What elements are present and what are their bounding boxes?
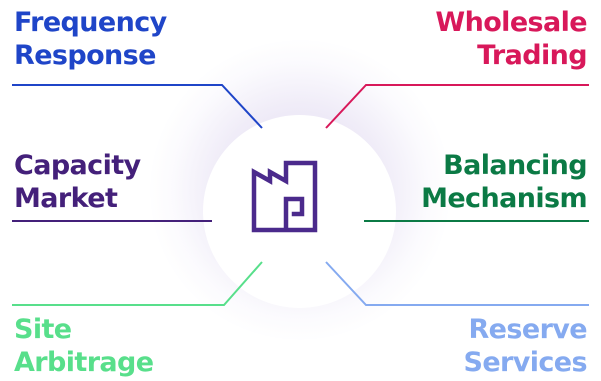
label-reserve-services-line2: Services (463, 347, 587, 378)
label-reserve-services-line1: Reserve (468, 314, 587, 345)
label-wholesale-trading: Wholesale Trading (435, 6, 587, 72)
connector-wholesale-trading (325, 84, 589, 129)
label-wholesale-trading-line1: Wholesale (435, 7, 587, 38)
label-balancing-mechanism: Balancing Mechanism (421, 149, 588, 215)
label-capacity-market-line1: Capacity (14, 150, 141, 181)
label-reserve-services: Reserve Services (463, 313, 587, 379)
label-balancing-mechanism-line2: Mechanism (421, 183, 588, 214)
connector-site-arbitrage (12, 261, 263, 306)
hub-circle (203, 115, 396, 308)
label-frequency-response-line1: Frequency (14, 7, 167, 38)
label-frequency-response: Frequency Response (14, 6, 167, 72)
connector-frequency-response (12, 84, 263, 129)
label-site-arbitrage: Site Arbitrage (14, 313, 154, 379)
connector-reserve-services (325, 261, 589, 306)
label-site-arbitrage-line2: Arbitrage (14, 347, 154, 378)
label-site-arbitrage-line1: Site (14, 314, 72, 345)
label-capacity-market-line2: Market (14, 183, 118, 214)
label-frequency-response-line2: Response (14, 40, 156, 71)
label-balancing-mechanism-line1: Balancing (443, 150, 588, 181)
label-wholesale-trading-line2: Trading (477, 40, 588, 71)
label-capacity-market: Capacity Market (14, 149, 141, 215)
factory-icon (251, 160, 318, 233)
